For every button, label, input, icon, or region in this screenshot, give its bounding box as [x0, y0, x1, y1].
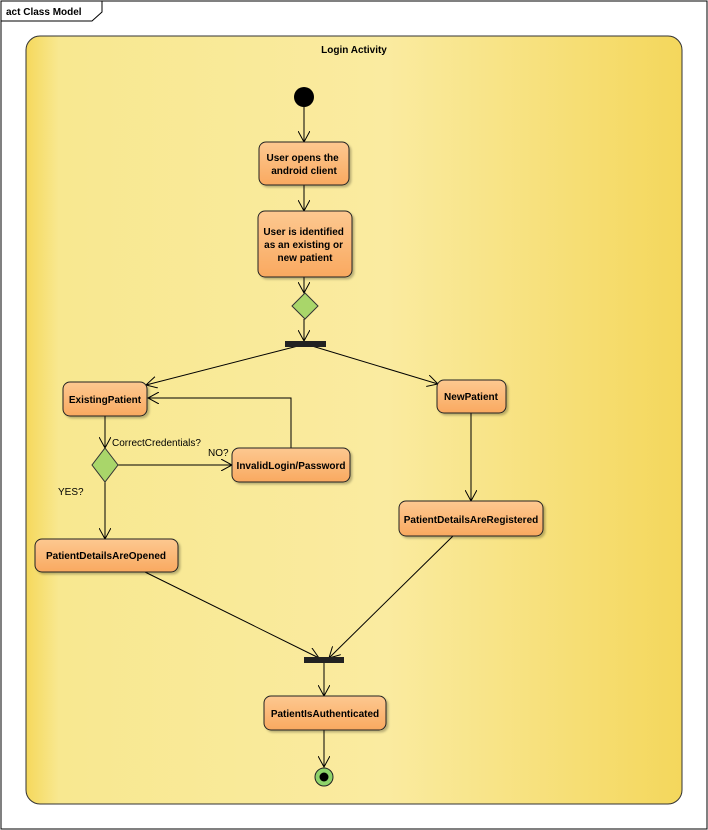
activity-title: Login Activity: [321, 45, 387, 56]
flow-fork-to-existing: [146, 345, 299, 385]
action-new-patient: [436, 379, 507, 414]
action-open-client-line-2: android client: [271, 166, 337, 177]
action-open-client-line-1: User opens the: [266, 153, 339, 164]
action-open-client-label: User opens the android client: [266, 153, 341, 177]
initial-node: [294, 87, 314, 107]
guard-yes: YES?: [58, 487, 84, 498]
final-node-dot: [319, 772, 329, 782]
action-details-opened-label: PatientDetailsAreOpened: [46, 551, 166, 562]
guard-correct-credentials: CorrectCredentials?: [112, 438, 201, 449]
action-authenticated: [263, 695, 387, 731]
action-identify-label: User is identified as an existing or new…: [263, 227, 346, 264]
guard-no: NO?: [208, 448, 229, 459]
action-identify-line-3: new patient: [277, 253, 333, 264]
action-details-registered: [398, 500, 544, 537]
action-identify: [257, 210, 353, 278]
flow-registered-to-join: [329, 535, 454, 658]
action-new-patient-label: NewPatient: [444, 392, 499, 403]
action-identify-line-2: as an existing or: [264, 240, 343, 251]
action-invalid-login-label: InvalidLogin/Password: [237, 461, 346, 472]
action-open-client: [258, 141, 350, 186]
flow-fork-to-new: [311, 345, 438, 384]
flow-invalid-back-to-existing: [148, 398, 292, 448]
frame-label: act Class Model: [6, 7, 82, 18]
flow-opened-to-join: [144, 571, 319, 658]
action-details-registered-label: PatientDetailsAreRegistered: [404, 515, 539, 526]
frame-label-tab: [0, 0, 103, 22]
action-existing-patient-label: ExistingPatient: [69, 395, 142, 406]
action-identify-line-1: User is identified: [263, 227, 344, 238]
join-bar: [304, 657, 344, 663]
action-authenticated-label: PatientIsAuthenticated: [271, 709, 379, 720]
activity-region: [25, 35, 683, 805]
fork-bar: [285, 341, 326, 347]
action-invalid-login: [231, 447, 351, 483]
action-details-opened: [34, 538, 179, 573]
control-flows: [105, 107, 471, 767]
decision-node-identify: [291, 292, 319, 320]
decision-node-credentials: [91, 447, 119, 483]
action-existing-patient: [62, 381, 148, 417]
